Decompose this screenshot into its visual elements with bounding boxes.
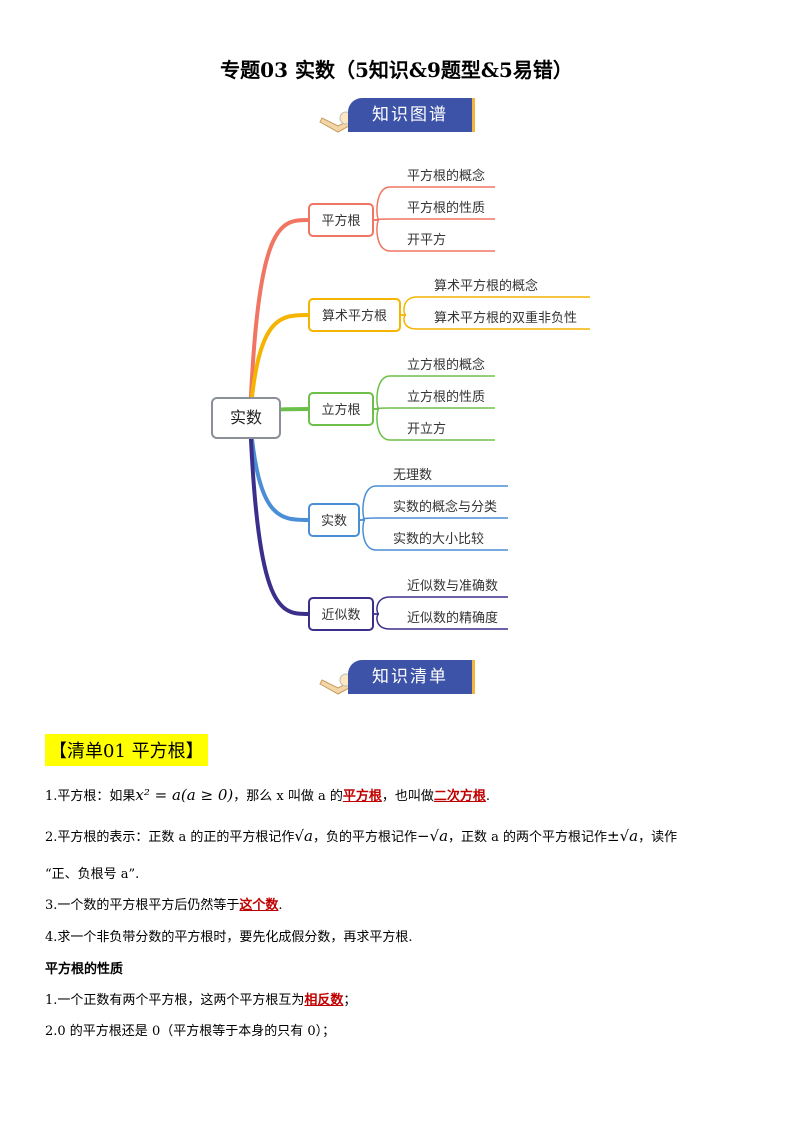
leaf-label: 平方根的概念 <box>407 168 485 184</box>
paragraph-2-cont: “正、负根号 a”. <box>45 867 140 882</box>
branch-label: 立方根 <box>321 402 360 418</box>
leaf-label: 平方根的性质 <box>407 200 485 216</box>
root-node <box>211 397 281 439</box>
branch-label: 算术平方根 <box>322 308 387 324</box>
section-heading: 【清单01 平方根】 <box>45 734 208 766</box>
branch-connector <box>248 313 310 419</box>
leaf-connector <box>373 613 508 630</box>
leaf-label: 立方根的概念 <box>407 357 485 373</box>
leaf-connector <box>359 517 508 521</box>
paragraph-5: 1.一个正数有两个平方根，这两个平方根互为相反数； <box>45 993 357 1008</box>
banner-knowledge-list: 知识清单 <box>318 658 478 702</box>
paragraph-4: 4.求一个非负带分数的平方根时，要先化成假分数，再求平方根. <box>45 930 413 945</box>
paragraph-1: 1.平方根：如果x² = a(a ≥ 0)，那么 x 叫做 a 的平方根，也叫做… <box>45 786 491 804</box>
leaf-label: 无理数 <box>393 468 432 483</box>
leaf-connector <box>373 408 495 441</box>
leaf-label: 算术平方根的概念 <box>434 278 538 294</box>
branch-connector <box>248 218 310 419</box>
subheading: 平方根的性质 <box>45 962 124 977</box>
leaf-connector <box>400 314 590 330</box>
leaf-label: 开立方 <box>407 421 446 437</box>
banner-knowledge-map: 知识图谱 <box>318 96 478 140</box>
paragraph-6: 2.0 的平方根还是 0（平方根等于本身的只有 0）； <box>45 1024 336 1039</box>
branch-label: 近似数 <box>321 608 360 623</box>
paragraph-3: 3.一个数的平方根平方后仍然等于这个数. <box>45 898 283 913</box>
leaf-label: 实数的大小比较 <box>393 531 484 547</box>
banner-label: 知识图谱 <box>348 98 475 132</box>
leaf-label: 近似数与准确数 <box>407 579 498 594</box>
leaf-connector <box>359 519 508 551</box>
banner-label: 知识清单 <box>348 660 475 694</box>
leaf-label: 开平方 <box>407 232 446 248</box>
page-title: 专题03 实数（5知识&9题型&5易错） <box>220 58 573 82</box>
leaf-label: 实数的概念与分类 <box>393 499 497 515</box>
branch-label: 实数 <box>321 514 347 529</box>
leaf-label: 近似数的精确度 <box>407 610 498 626</box>
paragraph-2: 2.平方根的表示：正数 a 的正的平方根记作√a，负的平方根记作−√a，正数 a… <box>45 827 678 845</box>
leaf-label: 算术平方根的双重非负性 <box>434 310 577 326</box>
branch-connector <box>248 417 310 616</box>
leaf-connector <box>373 407 495 410</box>
root-label: 实数 <box>230 408 262 427</box>
leaf-connector <box>373 218 495 221</box>
leaf-connector <box>373 219 495 252</box>
leaf-label: 立方根的性质 <box>407 389 485 405</box>
branch-label: 平方根 <box>321 213 360 229</box>
